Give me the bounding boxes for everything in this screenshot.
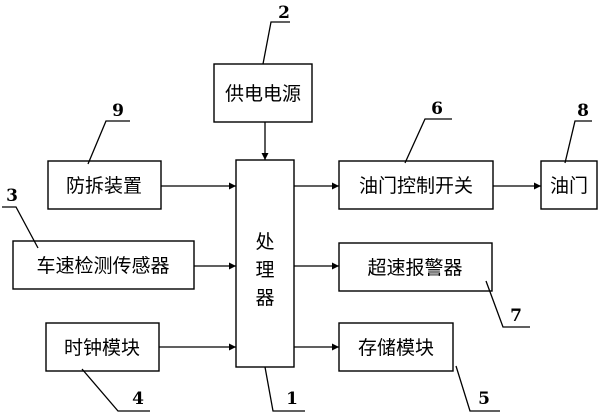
leader-line-9 — [87, 120, 130, 165]
ref-number-7: 7 — [510, 306, 522, 326]
ref-number-3: 3 — [6, 186, 18, 206]
clock-module-block: 时钟模块 — [45, 322, 160, 372]
throttle-label: 油门 — [550, 175, 588, 197]
leader-line-1 — [264, 366, 305, 412]
leader-line-2 — [262, 21, 290, 65]
leader-line-8 — [564, 120, 592, 164]
leader-line-3 — [2, 206, 39, 249]
leader-line-5 — [455, 365, 500, 412]
throttle-switch-block: 油门控制开关 — [338, 160, 494, 210]
power-supply-block: 供电电源 — [213, 63, 313, 123]
leader-line-7 — [485, 280, 530, 328]
ref-number-8: 8 — [577, 101, 589, 121]
processor-label-line-2: 理 — [255, 259, 274, 281]
overspeed-alarm-block: 超速报警器 — [338, 242, 493, 292]
overspeed-alarm-label: 超速报警器 — [367, 257, 462, 279]
ref-number-4: 4 — [132, 389, 144, 409]
storage-module-label: 存储模块 — [358, 337, 434, 359]
storage-module-block: 存储模块 — [338, 322, 454, 372]
speed-sensor-label: 车速检测传感器 — [36, 255, 169, 277]
processor-label-line-3: 器 — [255, 287, 274, 309]
ref-number-9: 9 — [112, 101, 124, 121]
clock-module-label: 时钟模块 — [64, 337, 140, 359]
leader-line-6 — [404, 118, 452, 164]
throttle-switch-label: 油门控制开关 — [359, 175, 473, 197]
ref-number-1: 1 — [286, 389, 298, 409]
ref-number-5: 5 — [478, 389, 490, 409]
throttle-block: 油门 — [540, 160, 598, 210]
anti-tamper-label: 防拆装置 — [66, 175, 142, 197]
processor-label-line-1: 处 — [255, 231, 274, 253]
power-supply-label: 供电电源 — [225, 83, 301, 105]
anti-tamper-block: 防拆装置 — [47, 160, 162, 210]
leader-line-4 — [81, 368, 150, 412]
processor-block: 处 理 器 — [235, 159, 295, 368]
ref-number-6: 6 — [431, 99, 443, 119]
ref-number-2: 2 — [278, 3, 290, 23]
speed-sensor-block: 车速检测传感器 — [12, 240, 195, 290]
